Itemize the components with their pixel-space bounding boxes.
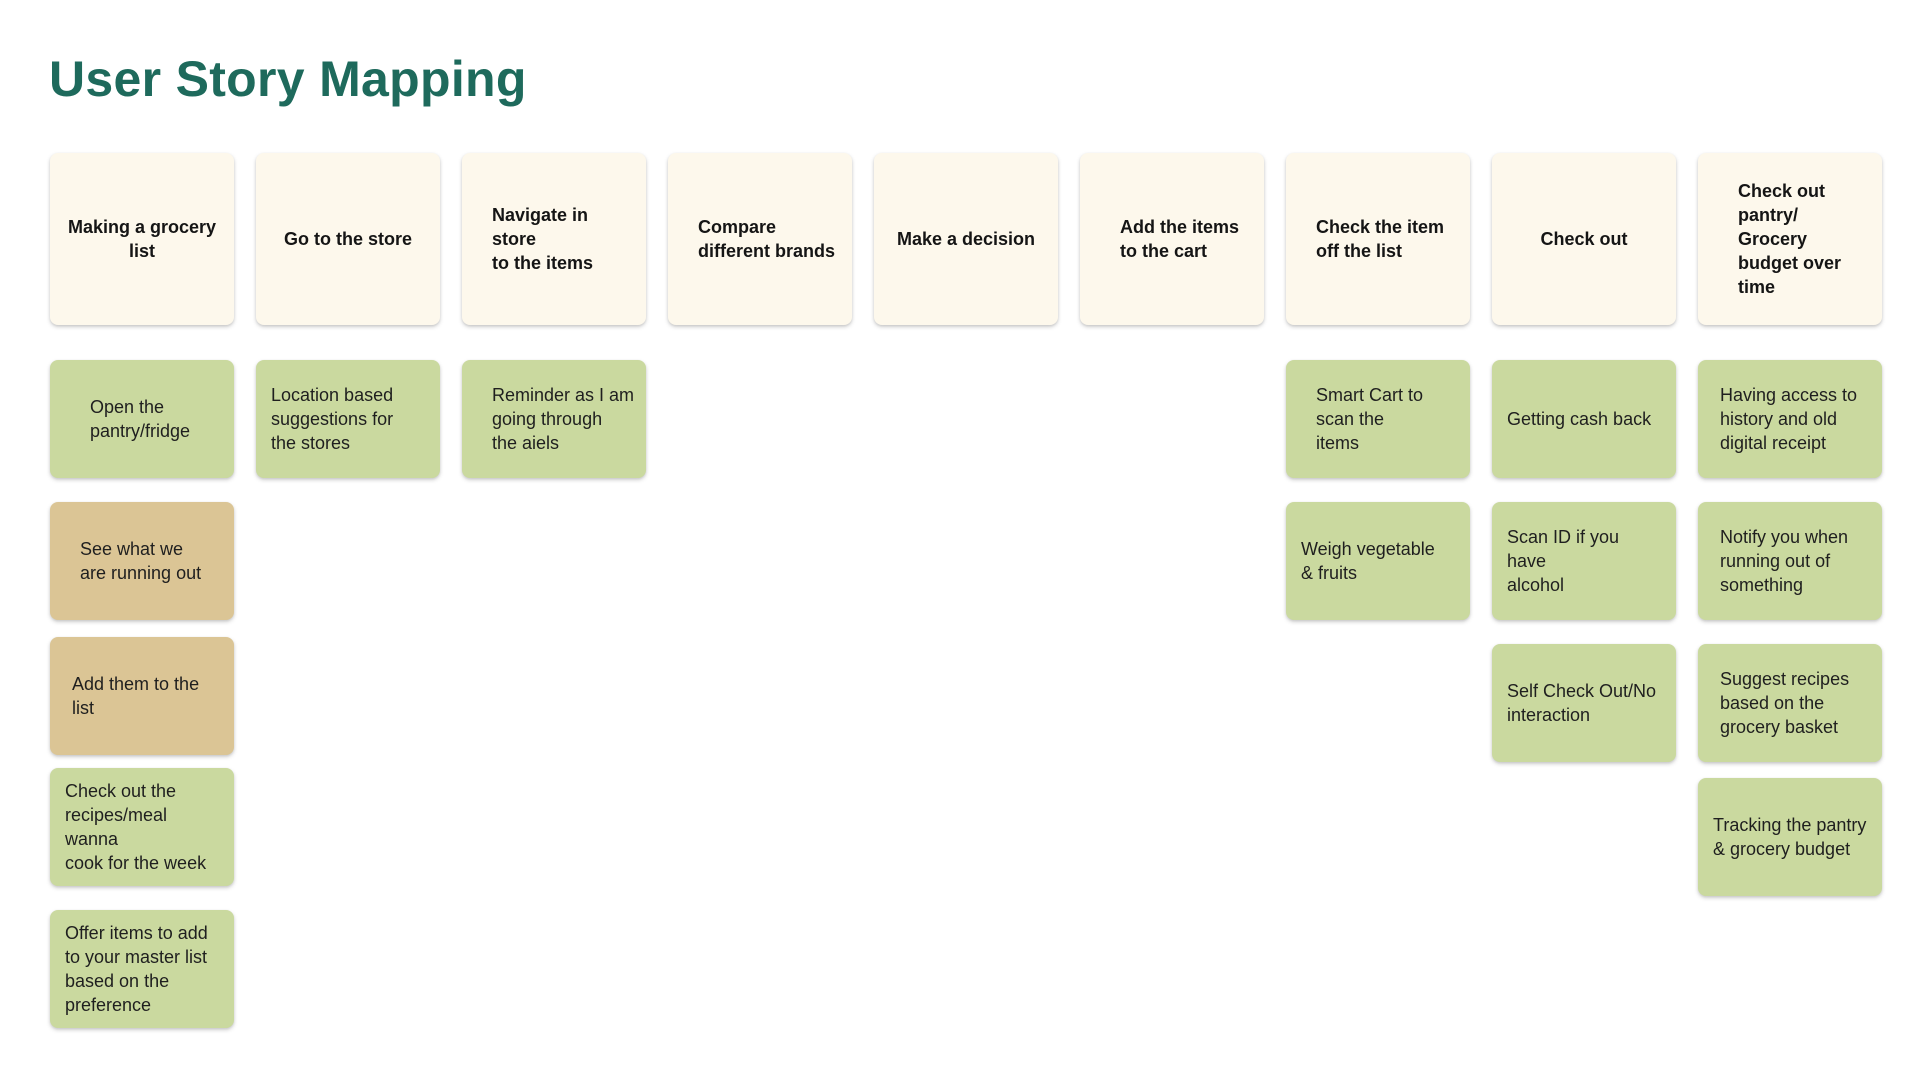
story-text: Check out the recipes/meal wanna cook fo…	[65, 781, 207, 873]
activity-label: Check the item off the list	[1316, 217, 1445, 261]
story-card-track-budget[interactable]: Tracking the pantry & grocery budget	[1698, 778, 1882, 896]
story-card-weigh-produce[interactable]: Weigh vegetable & fruits	[1286, 502, 1470, 620]
story-text: Smart Cart to scan the items	[1316, 385, 1424, 453]
activity-label: Compare different brands	[698, 217, 836, 261]
story-text: Self Check Out/No interaction	[1507, 681, 1657, 725]
story-text: Weigh vegetable & fruits	[1301, 539, 1435, 583]
story-text: Reminder as I am going through the aiels	[492, 385, 635, 453]
story-card-self-checkout[interactable]: Self Check Out/No interaction	[1492, 644, 1676, 762]
story-text: Location based suggestions for the store…	[271, 385, 394, 453]
activity-label: Check out pantry/ Grocery budget over ti…	[1738, 181, 1842, 297]
story-card-receipt-history[interactable]: Having access to history and old digital…	[1698, 360, 1882, 478]
story-text: Notify you when running out of something	[1720, 527, 1849, 595]
page-title: User Story Mapping	[49, 51, 527, 107]
story-text: Suggest recipes based on the grocery bas…	[1720, 669, 1850, 737]
story-card-open-pantry[interactable]: Open the pantry/fridge	[50, 360, 234, 478]
activity-card-go-to-store[interactable]: Go to the store	[256, 153, 440, 325]
story-card-location-suggestions[interactable]: Location based suggestions for the store…	[256, 360, 440, 478]
story-text: Open the pantry/fridge	[90, 397, 191, 441]
activity-card-check-out-pantry-budget[interactable]: Check out pantry/ Grocery budget over ti…	[1698, 153, 1882, 325]
story-card-see-running-out[interactable]: See what we are running out	[50, 502, 234, 620]
activity-label: Navigate in store to the items	[492, 205, 594, 273]
story-card-suggest-recipes[interactable]: Suggest recipes based on the grocery bas…	[1698, 644, 1882, 762]
activity-label: Make a decision	[896, 229, 1036, 249]
story-card-reminder-aisles[interactable]: Reminder as I am going through the aiels	[462, 360, 646, 478]
story-text: Offer items to add to your master list b…	[65, 923, 208, 1015]
story-text: Tracking the pantry & grocery budget	[1713, 815, 1867, 859]
activity-label: Making a grocery list	[67, 217, 217, 261]
activity-card-making-grocery-list[interactable]: Making a grocery list	[50, 153, 234, 325]
story-card-cash-back[interactable]: Getting cash back	[1492, 360, 1676, 478]
activity-label: Go to the store	[283, 229, 412, 249]
story-card-check-recipes[interactable]: Check out the recipes/meal wanna cook fo…	[50, 768, 234, 886]
story-card-offer-items[interactable]: Offer items to add to your master list b…	[50, 910, 234, 1028]
activity-card-make-decision[interactable]: Make a decision	[874, 153, 1058, 325]
story-card-add-to-list[interactable]: Add them to the list	[50, 637, 234, 755]
story-text: See what we are running out	[80, 539, 202, 583]
activity-label: Check out	[1540, 229, 1628, 249]
activity-label: Add the items to the cart	[1120, 217, 1240, 261]
activity-card-check-item-off-list[interactable]: Check the item off the list	[1286, 153, 1470, 325]
story-card-notify-running-out[interactable]: Notify you when running out of something	[1698, 502, 1882, 620]
story-card-smart-cart[interactable]: Smart Cart to scan the items	[1286, 360, 1470, 478]
story-card-scan-id[interactable]: Scan ID if you have alcohol	[1492, 502, 1676, 620]
story-text: Having access to history and old digital…	[1720, 385, 1858, 453]
story-text: Add them to the list	[72, 674, 200, 718]
story-text: Scan ID if you have alcohol	[1507, 527, 1620, 595]
activity-card-compare-brands[interactable]: Compare different brands	[668, 153, 852, 325]
activity-card-navigate-in-store[interactable]: Navigate in store to the items	[462, 153, 646, 325]
activity-card-check-out[interactable]: Check out	[1492, 153, 1676, 325]
activity-card-add-items-to-cart[interactable]: Add the items to the cart	[1080, 153, 1264, 325]
story-text: Getting cash back	[1507, 409, 1652, 429]
